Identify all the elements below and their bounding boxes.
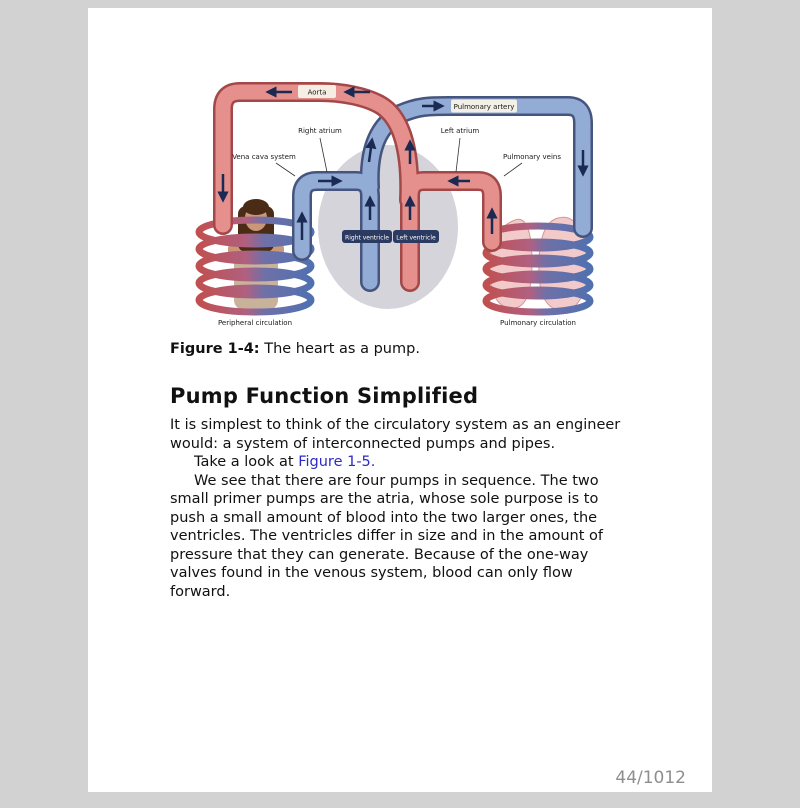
aorta-label-box (298, 85, 336, 98)
paragraph-2-text: Take a look at (194, 454, 299, 470)
left-ventricle-label-box (393, 230, 439, 243)
right-ventricle-label-box (342, 230, 392, 243)
figure-1-4-diagram: Aorta Pulmonary artery Right ventricle L… (170, 62, 630, 332)
pulmonary-artery-label: Pulmonary artery (454, 103, 515, 111)
pulmonary-coils (482, 222, 594, 316)
pulmonary-veins-label: Pulmonary veins (503, 153, 561, 161)
page-position-indicator: 44/1012 (615, 768, 686, 788)
left-atrium-label: Left atrium (441, 127, 480, 135)
paragraph-3: We see that there are four pumps in sequ… (170, 472, 604, 600)
peripheral-circulation-label: Peripheral circulation (218, 319, 292, 327)
ebook-page: Aorta Pulmonary artery Right ventricle L… (88, 8, 712, 792)
label-pointer-lines (275, 137, 523, 177)
right-ventricle-label: Right ventricle (345, 235, 389, 242)
pulmonary-artery-label-box (451, 99, 517, 113)
figure-1-5-link[interactable]: Figure 1-5. (298, 454, 376, 470)
heart-silhouette (318, 145, 458, 309)
figure-caption-text: The heart as a pump. (264, 341, 420, 357)
pulmonary-circulation-label: Pulmonary circulation (500, 319, 576, 327)
vena-cava-label: Vena cava system (232, 153, 296, 161)
section-heading: Pump Function Simplified (170, 384, 479, 408)
figure-caption-label: Figure 1-4: (170, 341, 260, 357)
aorta-label: Aorta (308, 89, 327, 97)
figure-caption: Figure 1-4: The heart as a pump. (170, 340, 630, 358)
flow-arrows (217, 86, 589, 240)
paragraph-2: Take a look at Figure 1-5. (170, 453, 630, 472)
heart-pump-illustration: Aorta Pulmonary artery Right ventricle L… (195, 82, 594, 327)
left-ventricle-label: Left ventricle (396, 235, 436, 242)
right-atrium-label: Right atrium (298, 127, 342, 135)
paragraph-1: It is simplest to think of the circulato… (170, 417, 621, 452)
